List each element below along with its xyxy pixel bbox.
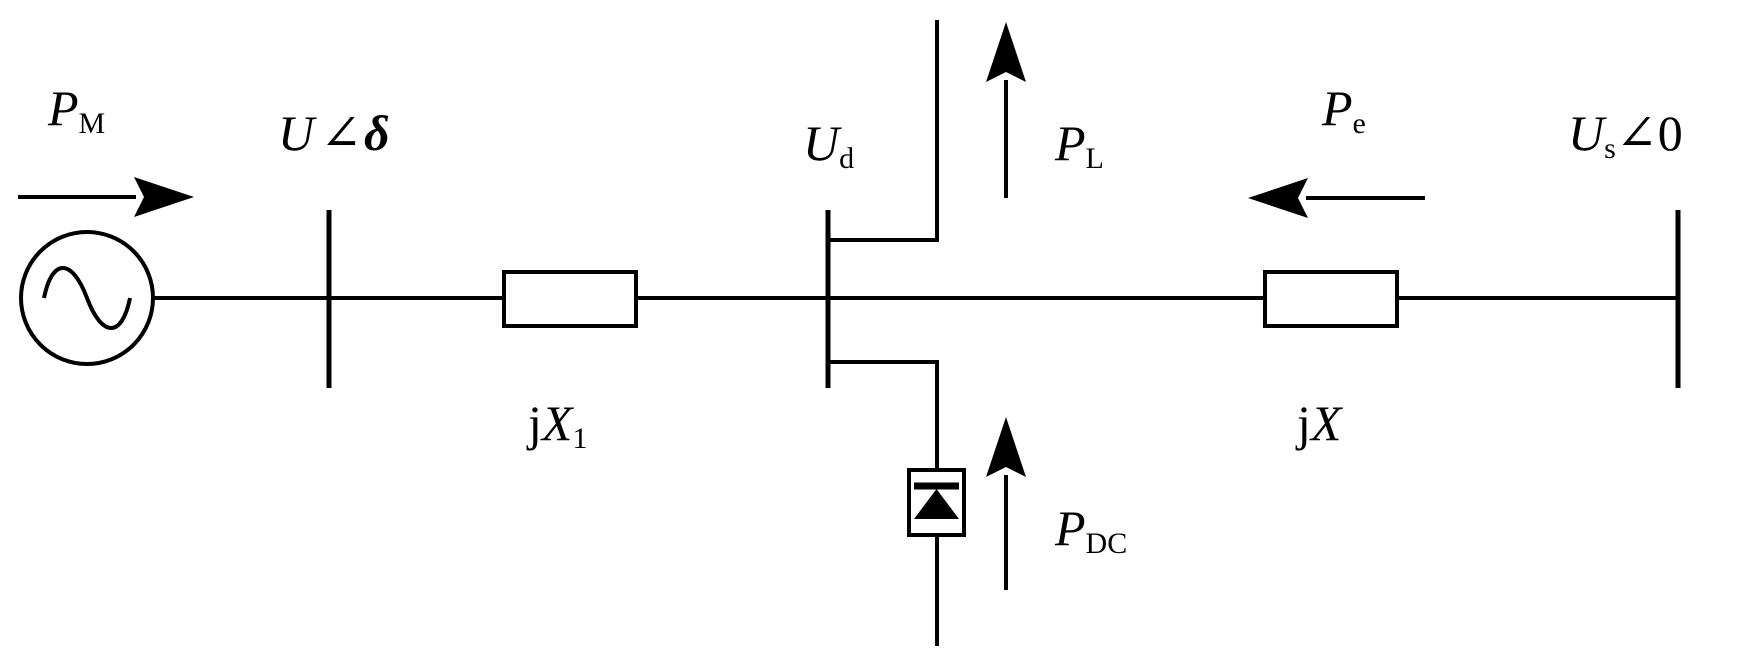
label-pl: PL — [1054, 115, 1104, 175]
label-jx1: jX1 — [526, 395, 587, 455]
label-pm: PM — [47, 80, 105, 140]
reactance-x1 — [502, 270, 638, 328]
dc-branch — [828, 360, 939, 470]
label-generator-bus: U∠δ — [278, 105, 390, 161]
label-pe: Pe — [1321, 80, 1366, 140]
label-infinite-bus: Us∠0 — [1568, 105, 1683, 165]
label-pdc: PDC — [1054, 500, 1127, 560]
diode-dc-source-icon — [907, 468, 966, 537]
label-load-bus: Ud — [803, 115, 854, 175]
load-branch — [828, 20, 939, 242]
reactance-x — [1263, 270, 1399, 328]
label-jx: jX — [1295, 395, 1344, 451]
generator-icon — [19, 230, 155, 366]
